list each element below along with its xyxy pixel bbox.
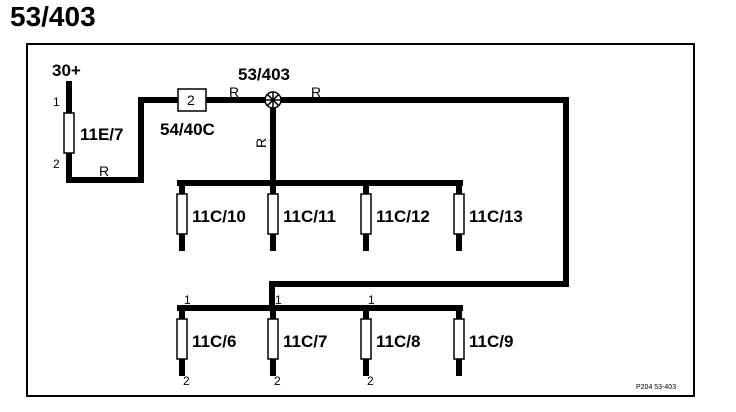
fuse-body (176, 318, 188, 360)
diagram-frame (26, 43, 695, 397)
fuse-pin-top: 1 (275, 293, 282, 307)
supply-label: 30+ (52, 61, 81, 80)
fuse-label: 11C/8 (376, 332, 420, 351)
connector-label: 54/40C (160, 120, 215, 139)
fuse-pin-top: 1 (184, 293, 191, 307)
fuse-label: 11C/13 (469, 207, 523, 226)
main-fuse-label: 11E/7 (80, 125, 124, 144)
fuse-label: 11C/7 (283, 332, 327, 351)
fuse-body (360, 193, 372, 235)
main-fuse-wire-color: R (99, 163, 109, 179)
fuse-body (267, 318, 279, 360)
fuse-upper-2: 11C/11 (267, 180, 336, 251)
fuse-label: 11C/10 (192, 207, 246, 226)
upper-fuse-group: 11C/10 11C/11 11C/12 11C/13 (176, 180, 523, 251)
fuse-body (453, 193, 465, 235)
fuse-lower-2: 11C/7 1 2 (267, 293, 327, 388)
fuse-label: 11C/9 (469, 332, 513, 351)
fuse-body (453, 318, 465, 360)
fuse-label: 11C/11 (283, 207, 336, 226)
fuse-pin-top: 1 (368, 293, 375, 307)
main-fuse (63, 112, 75, 154)
page-title: 53/403 (10, 1, 96, 32)
fuse-label: 11C/12 (376, 207, 430, 226)
main-fuse-pin-top: 1 (53, 95, 60, 109)
footer-code: P204 53-403 (636, 384, 676, 391)
lower-fuse-group: 11C/6 1 2 11C/7 1 2 11C/8 1 2 11C/9 (176, 293, 513, 388)
connector-pin: 2 (187, 92, 195, 108)
connector-wire-color: R (229, 84, 239, 100)
splice-wire-right-color: R (311, 84, 321, 100)
splice-label: 53/403 (238, 65, 290, 84)
fuse-lower-4: 11C/9 (453, 305, 513, 376)
fuse-body (267, 193, 279, 235)
fuse-pin-bottom: 2 (183, 374, 190, 388)
fuse-lower-1: 11C/6 1 2 (176, 293, 236, 388)
fuse-body (360, 318, 372, 360)
fuse-label: 11C/6 (192, 332, 236, 351)
fuse-pin-bottom: 2 (367, 374, 374, 388)
splice-wire-down-color: R (253, 138, 269, 148)
connector-box (177, 88, 207, 112)
fuse-lower-3: 11C/8 1 2 (360, 293, 420, 388)
fuse-pin-bottom: 2 (274, 374, 281, 388)
fuse-upper-1: 11C/10 (176, 180, 246, 251)
main-fuse-pin-bottom: 2 (53, 157, 60, 171)
fuse-body (176, 193, 188, 235)
fuse-upper-4: 11C/13 (453, 180, 523, 251)
fuse-upper-3: 11C/12 (360, 180, 430, 251)
splice-icon (264, 91, 282, 109)
